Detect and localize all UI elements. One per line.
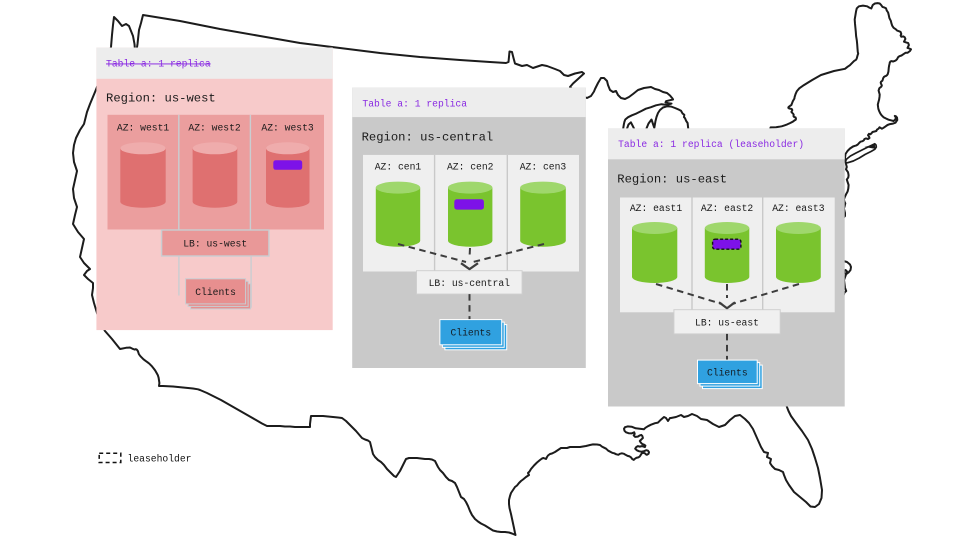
svg-text:LB: us-west: LB: us-west	[183, 239, 247, 250]
svg-text:AZ: east3: AZ: east3	[772, 203, 825, 214]
svg-text:AZ: west1: AZ: west1	[117, 123, 170, 134]
svg-text:LB: us-east: LB: us-east	[695, 317, 759, 328]
svg-text:AZ: cen3: AZ: cen3	[520, 162, 567, 173]
svg-text:Clients: Clients	[195, 287, 236, 298]
svg-text:Region: us-east: Region: us-east	[617, 172, 727, 186]
svg-text:leaseholder: leaseholder	[128, 453, 192, 464]
svg-text:AZ: east1: AZ: east1	[630, 203, 683, 214]
svg-text:AZ: east2: AZ: east2	[701, 203, 754, 214]
svg-text:AZ: west3: AZ: west3	[261, 123, 314, 134]
svg-text:Clients: Clients	[707, 367, 748, 378]
svg-text:LB: us-central: LB: us-central	[429, 278, 511, 289]
svg-text:AZ: west2: AZ: west2	[188, 123, 241, 134]
svg-text:Region: us-west: Region: us-west	[106, 91, 216, 105]
svg-text:AZ: cen2: AZ: cen2	[447, 162, 494, 173]
svg-text:Region: us-central: Region: us-central	[362, 131, 494, 145]
svg-text:Table a: 1 replica: Table a: 1 replica	[362, 98, 467, 109]
svg-text:AZ: cen1: AZ: cen1	[375, 162, 422, 173]
svg-text:Table a: 1 replica (leaseholde: Table a: 1 replica (leaseholder)	[618, 139, 804, 150]
svg-text:Table a: 1 replica: Table a: 1 replica	[106, 59, 211, 70]
svg-text:Clients: Clients	[450, 328, 491, 339]
